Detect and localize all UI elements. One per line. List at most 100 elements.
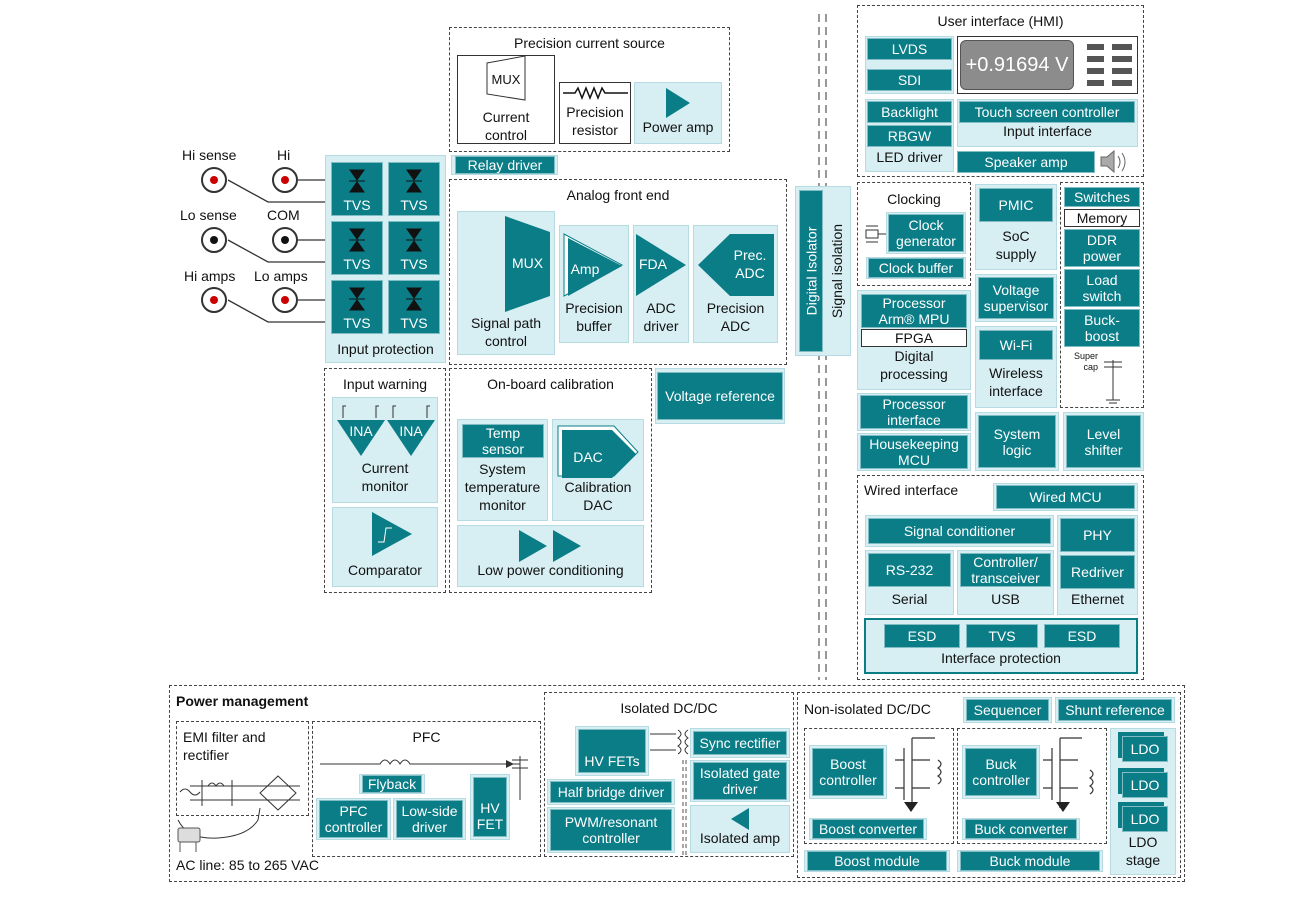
sequencer: Sequencer [966,699,1049,721]
ldo-2: LDO [1122,772,1168,798]
tvs-diode-icon [406,228,422,252]
low-power-block [457,525,644,587]
current-mux-label: MUX [491,72,521,87]
afe-mux-label: MUX [511,255,544,271]
rbgw: RBGW [867,125,952,147]
lo-sense-label: Lo sense [180,207,237,223]
buck-boost: Buck- boost [1064,309,1140,347]
hi-amps-jack [201,287,227,313]
ldo-stage-label: LDO stage [1125,834,1161,868]
lo-amps-label: Lo amps [254,268,308,284]
buck-controller: Buck controller [965,748,1037,796]
emi-section [176,721,309,816]
speaker-amp: Speaker amp [957,151,1095,173]
prec-adc-tri-label: Prec. ADC [733,247,767,281]
current-monitor-block [332,397,438,503]
memory: Memory [1064,209,1140,227]
input-protection-label: Input protection [337,341,434,357]
calibration-title: On-board calibration [487,376,614,392]
load-switch: Load switch [1064,269,1140,307]
power-amp-block [634,82,722,144]
shunt-reference: Shunt reference [1058,699,1172,721]
half-bridge-driver: Half bridge driver [550,781,672,803]
ldo-3: LDO [1122,806,1168,832]
comparator-label: Comparator [348,562,422,578]
hv-fets: HV FETs [578,729,646,773]
rs232: RS-232 [868,553,951,587]
soc-supply-label: SoC supply [995,228,1037,262]
lo-amps-jack [272,287,298,313]
signal-conditioner: Signal conditioner [868,518,1051,544]
wired-interface-section [857,475,1144,680]
amp-label: Amp [570,261,600,277]
analog-front-end-section [449,179,787,365]
processor-mpu: Processor Arm® MPU [861,294,967,328]
tvs-5-label: TVS [343,315,371,331]
boost-module: Boost module [807,851,947,871]
input-interface-label: Input interface [1003,123,1092,139]
clocking-title: Clocking [887,191,941,207]
com-jack [272,227,298,253]
lo-sense-jack [201,227,227,253]
pfc-title: PFC [412,729,441,745]
usb-label: USB [991,591,1020,607]
hmi-title: User interface (HMI) [937,13,1064,29]
temp-sensor: Temp sensor [462,424,544,458]
tvs-diode-icon [406,169,422,193]
power-management-title: Power management [176,693,309,709]
precision-resistor-label: Precision resistor [566,104,624,138]
isolated-dcdc-section [544,692,794,857]
phy: PHY [1060,518,1135,552]
esd-2: ESD [1044,624,1120,648]
fpga: FPGA [861,329,967,347]
adc-driver-label: ADC driver [643,300,679,334]
esd-1: ESD [884,624,960,648]
non-isolated-title: Non-isolated DC/DC [804,701,931,717]
digital-processing-label: Digital processing [880,348,948,382]
relay-driver: Relay driver [455,156,555,174]
power-amp-label: Power amp [642,119,714,135]
buck-converter-section [957,728,1107,844]
hi-amps-label: Hi amps [184,268,236,284]
signal-path-label: Signal path control [470,315,542,349]
isolated-dcdc-title: Isolated DC/DC [620,700,718,716]
ldo-1: LDO [1122,736,1168,762]
tvs-1-label: TVS [343,197,371,213]
pmic: PMIC [979,188,1053,222]
isolated-gate-driver: Isolated gate driver [693,762,787,800]
led-driver-label: LED driver [876,149,943,165]
com-label: COM [267,207,300,223]
boost-controller: Boost controller [812,748,884,796]
dac-label: DAC [573,449,603,465]
sync-rectifier: Sync rectifier [693,731,787,755]
emi-label: EMI filter and rectifier [183,729,266,763]
level-shifter: Level shifter [1066,415,1141,468]
sdi: SDI [867,69,952,91]
ina-2-label: INA [399,423,423,439]
tvs-2-label: TVS [400,197,428,213]
super-cap-label: Super cap [1073,351,1098,372]
current-control-label: Current control [482,109,530,143]
tvs-4-label: TVS [400,256,428,272]
pfc-controller: PFC controller [319,800,388,838]
precision-adc-label: Precision ADC [706,300,765,334]
switches: Switches [1064,187,1140,207]
power-management-section [169,685,1185,882]
wired-mcu: Wired MCU [996,485,1135,509]
clock-generator: Clock generator [888,214,964,252]
ac-line-label: AC line: 85 to 265 VAC [176,857,319,873]
tvs-6-label: TVS [400,315,428,331]
precision-current-source-section [449,27,730,152]
clocking-section [857,182,971,286]
display-readout: +0.91694 V [960,40,1074,90]
housekeeping-mcu: Housekeeping MCU [860,435,968,469]
